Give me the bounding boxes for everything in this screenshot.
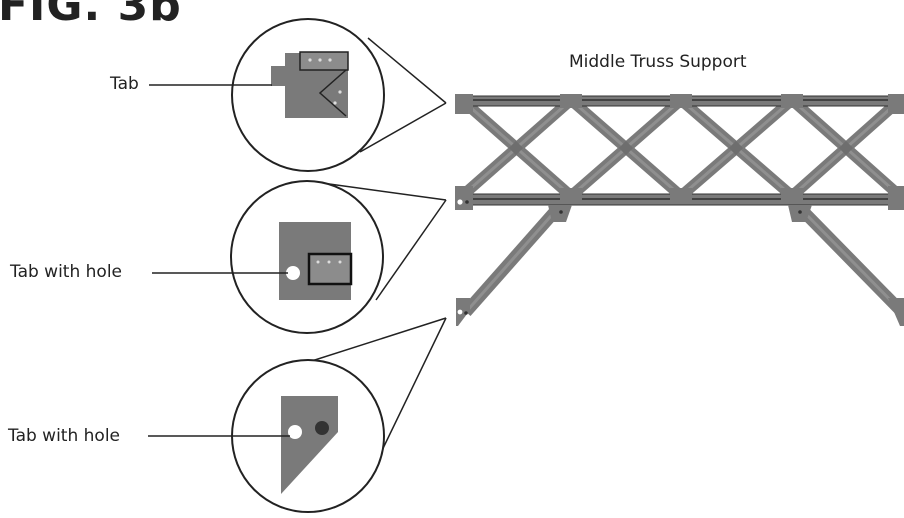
detail-circle-tab-with-hole-lower [231,359,385,513]
bottom-gusset-plates [455,186,904,210]
callout-label-tab-with-hole-upper: Tab with hole [10,262,123,282]
truss-holes [457,199,802,315]
callout-label-tab: Tab [110,74,139,94]
detail-circle-tab-with-hole-upper [230,180,384,334]
truss-diagonals [458,95,904,201]
middle-truss-support [455,94,904,326]
foot-tabs [456,298,904,326]
crossing-nodes [508,140,854,156]
detail-circle-tab [231,18,385,172]
leg-brackets [548,205,812,222]
callout-label-tab-with-hole-lower: Tab with hole [8,426,121,446]
top-gusset-plates [455,94,904,114]
callout-leader-lines [295,37,447,468]
label-pointer-lines [148,84,290,437]
truss-caption: Middle Truss Support [569,52,747,72]
truss-support-legs [461,203,904,317]
figure-title: FIG. 3b [0,0,182,31]
